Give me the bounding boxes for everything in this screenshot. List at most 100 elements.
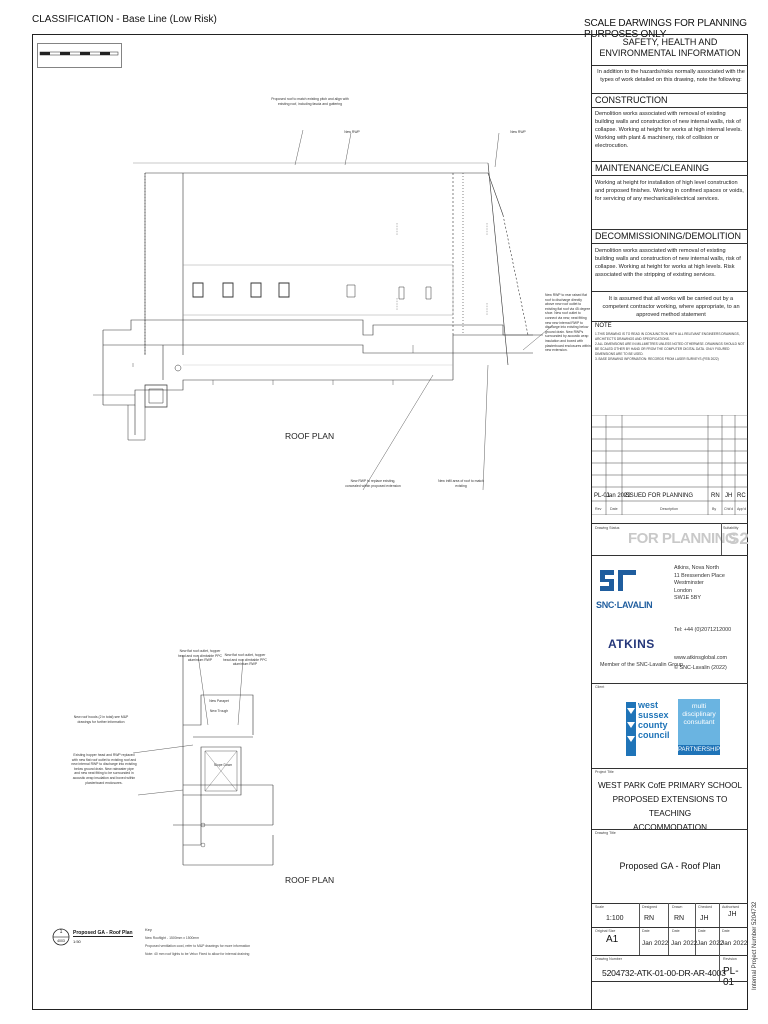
svg-text:= = = = =: = = = = = <box>485 303 489 315</box>
rev-by: RN <box>711 493 720 499</box>
drawing-title-label: Drawing Title <box>595 831 616 835</box>
col-appd: App'd <box>737 507 747 511</box>
rev-chkd: JH <box>725 493 733 499</box>
drawing-title: Proposed GA - Roof Plan <box>619 861 721 871</box>
annotation-rwp-replace: New RWP to replace existing, concealed w… <box>345 479 401 488</box>
notes-list: 1.THIS DRAWING IS TO READ IN CONJUNCTION… <box>595 332 745 362</box>
mdcp-line: disciplinary <box>682 711 716 718</box>
partnership-band: PARTNERSHIP <box>678 745 721 755</box>
original-size-label: Original Size <box>595 929 616 933</box>
view-title: Proposed GA - Roof Plan <box>73 930 133 937</box>
client-label: Client <box>595 685 605 689</box>
annotation-roof-match: Proposed roof to match existing pitch an… <box>271 97 349 106</box>
wscc-line: west <box>638 700 659 710</box>
wscc-wordmark: west sussex county council <box>638 700 670 740</box>
rev-value: PL-01 <box>594 493 611 499</box>
rev-date: Jan 2022 <box>606 493 631 499</box>
status-label: Drawing Status <box>595 526 620 530</box>
drawn-value: RN <box>674 915 685 922</box>
original-size-value: A1 <box>606 934 619 945</box>
svg-text:= = = = =: = = = = = <box>395 223 399 235</box>
note-item: 2.ALL DIMENSIONS ARE IN MILLIMETRES UNLE… <box>595 342 745 356</box>
wscc-logo: west sussex county council <box>625 700 675 760</box>
rev-description: ISSUED FOR PLANNING <box>624 493 694 499</box>
she-intro: In addition to the hazards/risks normall… <box>597 69 745 83</box>
revision-label: Revision <box>723 957 737 961</box>
annotation-hopper-1: New flat roof outlet, hopper head and no… <box>178 649 222 663</box>
drawing-number-label: Drawing Number <box>595 957 622 961</box>
wscc-line: sussex <box>638 710 669 720</box>
roof-plan-upper-title: ROOF PLAN <box>285 431 335 441</box>
authorised-value: JH <box>728 911 737 918</box>
rev-appd: RC <box>737 493 746 499</box>
svg-text:= = = = =: = = = = = <box>395 298 399 310</box>
internal-project-number: Internal Project Number 5204732 <box>752 901 758 990</box>
construction-text: Demolition works associated with removal… <box>595 111 742 149</box>
col-rev: Rev <box>595 507 602 511</box>
annotation-hopper-2: New flat roof outlet, hopper head and no… <box>223 653 267 667</box>
construction-heading: CONSTRUCTION <box>595 95 668 105</box>
revision-value: PL-01 <box>723 966 739 988</box>
maintenance-text: Working at height for installation of hi… <box>595 180 744 202</box>
checked-label: Checked <box>698 905 713 909</box>
address-line: Westminster <box>674 580 704 587</box>
company-address: Atkins, Nova North 11 Bressenden Place W… <box>674 565 725 603</box>
mdcp-line: consultant <box>683 719 715 726</box>
view-scale: 1:50 <box>73 939 81 944</box>
drawing-number: 5204732-ATK-01-00-DR-AR-4003 <box>602 968 726 978</box>
member-text: Member of the SNC-Lavalin Group <box>600 662 683 668</box>
key-item: New Rooflight - 1500mm x 1500mm <box>145 936 200 940</box>
company-web: www.atkinsglobal.com <box>674 655 728 661</box>
annotation-new-rwp-2: New RWP <box>510 130 526 134</box>
date-label-4: Date <box>722 929 730 933</box>
date-label-1: Date <box>642 929 650 933</box>
address-line: Atkins, Nova North <box>674 565 719 571</box>
atkins-logo-text: ATKINS <box>608 637 655 651</box>
wscc-line: county <box>638 720 668 730</box>
key-list: New Rooflight - 1500mm x 1500mm Proposed… <box>145 934 250 958</box>
company-copyright: © SNC-Lavalin (2022) <box>674 665 727 671</box>
project-line: ACCOMMODATION <box>633 823 707 832</box>
scale-label: Scale <box>595 905 604 909</box>
scale-value: 1:100 <box>606 915 624 922</box>
project-label: Project Title <box>595 770 614 774</box>
date-value-1: Jan 2022 <box>642 940 669 947</box>
designed-value: RN <box>644 915 655 922</box>
suitability-code: S2 <box>728 529 749 548</box>
wscc-crest-icon <box>626 702 636 756</box>
date-label-2: Date <box>672 929 680 933</box>
she-title: SAFETY, HEALTH AND ENVIRONMENTAL INFORMA… <box>599 37 741 58</box>
decommissioning-text: Demolition works associated with removal… <box>595 248 741 278</box>
note-item: 1.THIS DRAWING IS TO READ IN CONJUNCTION… <box>595 332 740 341</box>
project-title: WEST PARK CofE PRIMARY SCHOOL PROPOSED E… <box>592 779 748 835</box>
wscc-line: council <box>638 730 670 740</box>
address-line: London <box>674 587 692 594</box>
snc-lavalin-logo-icon <box>600 570 636 591</box>
col-description: Description <box>660 507 678 511</box>
col-date: Date <box>610 507 618 511</box>
view-number: 1 <box>59 929 63 935</box>
maintenance-heading: MAINTENANCE/CLEANING <box>595 163 710 173</box>
label-slope-down: Slope Down <box>213 763 233 767</box>
address-line: SW1E 5BY <box>674 595 701 602</box>
authorised-label: Authorised <box>722 905 740 909</box>
view-sheet: 4003 <box>57 939 65 943</box>
drawn-label: Drawn <box>672 905 683 909</box>
sheet-border <box>32 34 748 1010</box>
status-stamp: FOR PLANNING <box>628 530 737 547</box>
label-new-parapet: New Parapet <box>209 699 229 703</box>
notes-heading: NOTE <box>595 323 612 329</box>
company-tel: Tel: +44 (0)2071212000 <box>674 627 732 633</box>
designed-label: Designed <box>642 905 658 909</box>
label-new-trough: New Trough <box>209 709 229 713</box>
note-item: 3. BASE DRAWING INFORMATION: RECORDS FRO… <box>595 357 719 361</box>
key-item: Proposed ventilation cowl, refer to M&P … <box>145 944 251 948</box>
annotation-infill-roof: New infill area of roof to match existin… <box>438 479 484 488</box>
key-title: Key <box>145 927 152 932</box>
title-block: SAFETY, HEALTH AND ENVIRONMENTAL INFORMA… <box>591 35 749 1009</box>
project-line: WEST PARK CofE PRIMARY SCHOOL <box>597 781 743 790</box>
scale-bar <box>37 43 122 68</box>
view-marker-icon <box>52 928 70 946</box>
col-chkd: Chk'd <box>724 507 734 511</box>
annotation-roof-hoods: New roof hoods (2 in total) see M&P draw… <box>73 715 129 724</box>
